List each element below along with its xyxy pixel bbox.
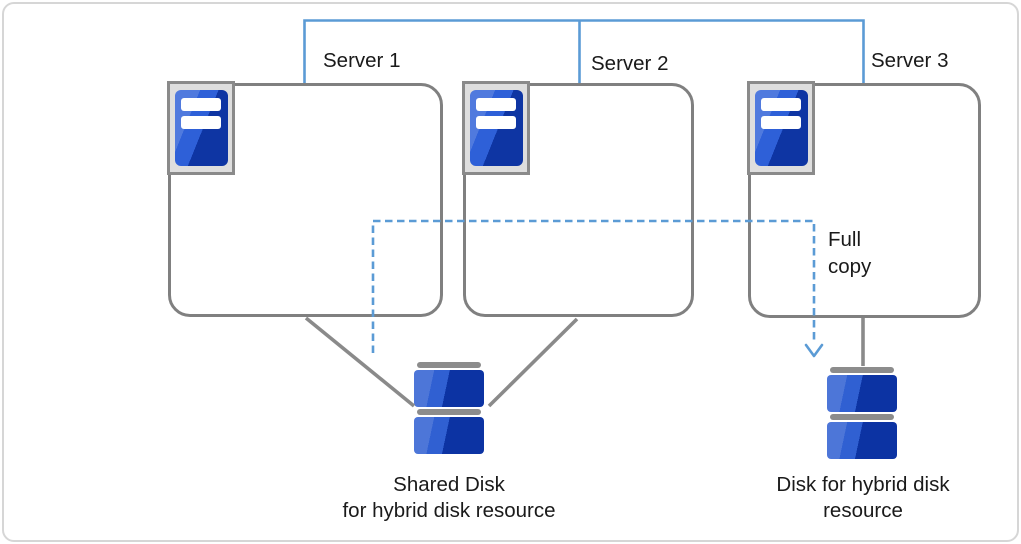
server-icon-body: [175, 90, 228, 166]
full-copy-label-line2: copy: [828, 255, 872, 278]
hybrid-disk-icon: [827, 367, 897, 461]
server-3-label: Server 3: [871, 49, 949, 72]
hybrid-disk-label-line2: resource: [823, 499, 903, 522]
hybrid-disk-label: Disk for hybrid disk resource: [713, 472, 1013, 524]
shared-disk-label-line1: Shared Disk: [393, 473, 505, 496]
disk-body: [827, 375, 897, 412]
server-icon: [747, 81, 815, 175]
server-1-label: Server 1: [323, 49, 401, 72]
disk-cap: [830, 367, 894, 373]
server-icon-slot: [181, 116, 221, 129]
server-2-label: Server 2: [591, 52, 669, 75]
full-copy-arrowhead-icon: [804, 343, 824, 358]
full-copy-label: Full copy: [828, 226, 871, 280]
server-icon-body: [755, 90, 808, 166]
shared-disk-label: Shared Disk for hybrid disk resource: [299, 472, 599, 524]
server-icon-slot: [181, 98, 221, 111]
server-icon-slot: [476, 98, 516, 111]
server2-shared-disk-line: [487, 317, 579, 408]
full-copy-label-line1: Full: [828, 228, 862, 251]
disk-body: [414, 417, 484, 454]
disk-body: [414, 370, 484, 407]
hybrid-disk-label-line1: Disk for hybrid disk: [776, 473, 950, 496]
disk-body: [827, 422, 897, 459]
server1-shared-disk-line: [304, 316, 416, 408]
server-icon-slot: [761, 98, 801, 111]
server-icon-slot: [476, 116, 516, 129]
server-icon: [167, 81, 235, 175]
disk-cap: [830, 414, 894, 420]
server-icon: [462, 81, 530, 175]
server-icon-slot: [761, 116, 801, 129]
shared-disk-icon: [414, 362, 484, 456]
disk-cap: [417, 362, 481, 368]
shared-disk-label-line2: for hybrid disk resource: [342, 499, 556, 522]
disk-cap: [417, 409, 481, 415]
server-icon-body: [470, 90, 523, 166]
